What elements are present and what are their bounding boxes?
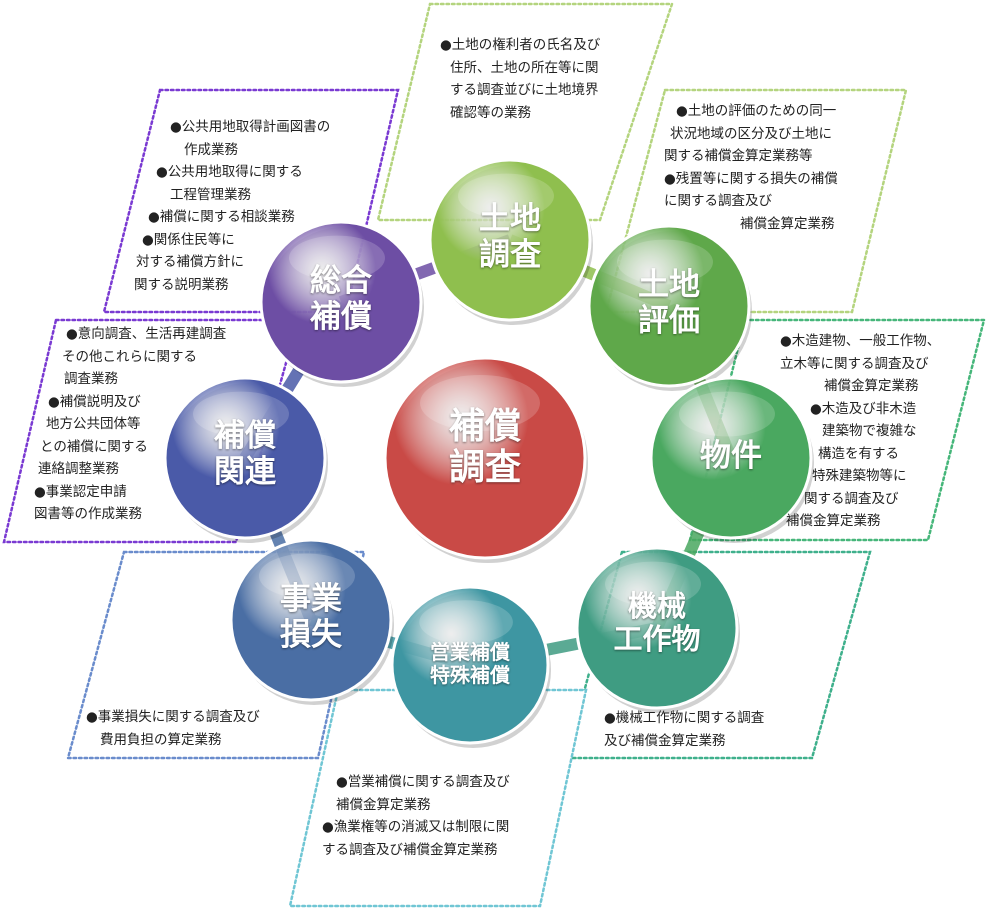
node-label-eigyou: 営業補償 特殊補償 <box>395 641 545 687</box>
note-tochi-chousa: ●土地の権利者の氏名及び 住所、土地の所在等に関 する調査並びに土地境界 確認等… <box>440 34 600 124</box>
note-line: ●木造建物、一般工作物、 <box>780 333 941 349</box>
note-line: 補償金算定業務 <box>824 378 919 394</box>
node-label-tochi-hyouka: 土地 評価 <box>594 267 744 339</box>
note-box-tochi-chousa <box>376 2 674 222</box>
node-circle-kanren <box>163 376 327 540</box>
note-line: 建築物で複雑な <box>822 423 917 439</box>
node-label-line: 事業 <box>280 581 342 617</box>
node-label-jigyou: 事業 損失 <box>236 581 386 653</box>
node-label-line: 工作物 <box>613 622 701 657</box>
node-label-sougou: 総合 補償 <box>266 263 416 335</box>
node-label-line: 土地 <box>638 267 700 303</box>
note-line: ●補償に関する相談業務 <box>148 209 295 225</box>
note-line: ●機械工作物に関する調査 <box>604 710 765 726</box>
node-label-line: 評価 <box>638 302 700 339</box>
node-circle-eigyou <box>390 585 550 745</box>
node-circle-tochi-hyouka <box>587 224 751 388</box>
note-line: ●意向調査、生活再建調査 <box>66 326 227 342</box>
node-label-line: 関連 <box>214 453 276 490</box>
note-line: 対する補償方針に <box>136 254 244 270</box>
note-line: 立木等に関する調査及び <box>780 355 929 372</box>
note-line: ●関係住民等に <box>142 231 235 248</box>
node-circle-jigyou <box>229 538 393 702</box>
node-label-tochi-chousa: 土地 調査 <box>435 201 585 273</box>
note-line: 確認等の業務 <box>450 104 531 121</box>
note-jigyou: ●事業損失に関する調査及び 費用負担の算定業務 <box>86 706 260 751</box>
note-line: ●土地の権利者の氏名及び <box>440 37 601 53</box>
node-label-line: 補償 <box>214 418 276 454</box>
note-tochi-hyouka: ●土地の評価のための同一 状況地域の区分及び土地に 関する補償金算定業務等 ●残… <box>664 100 838 235</box>
node-label-kanren: 補償 関連 <box>170 418 320 490</box>
note-line: ●公共用地取得計画図書の <box>170 119 331 135</box>
note-kanren: ●意向調査、生活再建調査 その他これらに関する 調査業務 ●補償説明及び 地方公… <box>34 323 226 526</box>
note-line: 関する調査及び <box>804 490 899 507</box>
note-line: する調査及び補償金算定業務 <box>322 841 498 858</box>
node-label-line: 物件 <box>700 438 762 474</box>
node-label-line: 総合 <box>310 263 372 299</box>
node-label-kikai: 機械 工作物 <box>582 589 732 657</box>
center-label: 補償 調査 <box>395 406 575 489</box>
node-label-line: 補償 <box>310 298 372 335</box>
note-line: 図書等の作成業務 <box>34 506 142 522</box>
note-line: 作成業務 <box>184 141 238 158</box>
note-eigyou: ●営業補償に関する調査及び 補償金算定業務 ●漁業権等の消滅又は制限に関 する調… <box>322 771 510 861</box>
center-label-line-2: 調査 <box>448 447 521 489</box>
node-label-line: 土地 <box>479 201 541 237</box>
node-circle-tochi-chousa <box>428 158 592 322</box>
note-line: 補償金算定業務 <box>336 796 431 813</box>
node-label-line: 調査 <box>479 236 541 273</box>
note-line: ●漁業権等の消滅又は制限に関 <box>322 819 510 835</box>
node-circle-sougou <box>259 220 423 384</box>
note-line: に関する調査及び <box>664 193 772 209</box>
note-line: ●営業補償に関する調査及び <box>336 774 510 790</box>
node-circle-kikai <box>575 546 739 710</box>
note-line: 関する説明業務 <box>134 276 229 293</box>
note-line: 関する補償金算定業務等 <box>664 148 813 164</box>
note-sougou: ●公共用地取得計画図書の 作成業務 ●公共用地取得に関する 工程管理業務 ●補償… <box>130 116 330 296</box>
note-line: ●残置等に関する損失の補償 <box>664 170 838 187</box>
note-line: ●事業損失に関する調査及び <box>86 709 260 725</box>
note-line: 補償金算定業務 <box>786 513 881 529</box>
note-line: との補償に関する <box>40 438 148 455</box>
note-line: 住所、土地の所在等に関 <box>450 59 599 76</box>
note-line: ●土地の評価のための同一 <box>676 103 837 119</box>
node-label-line: 特殊補償 <box>430 663 510 687</box>
node-label-bukken: 物件 <box>656 438 806 475</box>
note-line: 補償金算定業務 <box>740 215 835 232</box>
node-circles <box>163 158 814 748</box>
note-bukken: ●木造建物、一般工作物、 立木等に関する調査及び 補償金算定業務 ●木造及び非木… <box>774 330 940 533</box>
note-line: 及び補償金算定業務 <box>604 732 726 749</box>
note-line: 費用負担の算定業務 <box>100 731 222 748</box>
note-line: 構造を有する <box>818 445 899 462</box>
node-label-line: 機械 <box>627 589 686 623</box>
note-line: 連絡調整業務 <box>38 461 119 477</box>
node-label-line: 営業補償 <box>430 640 510 664</box>
note-line: ●事業認定申請 <box>34 483 127 500</box>
note-line: 地方公共団体等 <box>46 416 141 432</box>
note-line: ●木造及び非木造 <box>810 400 917 417</box>
note-line: その他これらに関する <box>62 348 197 365</box>
center-label-line-1: 補償 <box>448 406 521 447</box>
note-kikai: ●機械工作物に関する調査 及び補償金算定業務 <box>604 707 764 752</box>
note-line: 調査業務 <box>64 371 118 387</box>
note-line: 工程管理業務 <box>170 186 251 203</box>
note-line: する調査並びに土地境界 <box>450 82 599 98</box>
center-circle <box>383 356 587 560</box>
note-line: ●公共用地取得に関する <box>156 164 303 180</box>
node-label-line: 損失 <box>280 616 342 653</box>
note-line: 状況地域の区分及び土地に <box>670 125 832 142</box>
node-circle-bukken <box>649 376 813 540</box>
note-line: ●補償説明及び <box>48 393 141 410</box>
note-line: 特殊建築物等に <box>812 468 907 484</box>
